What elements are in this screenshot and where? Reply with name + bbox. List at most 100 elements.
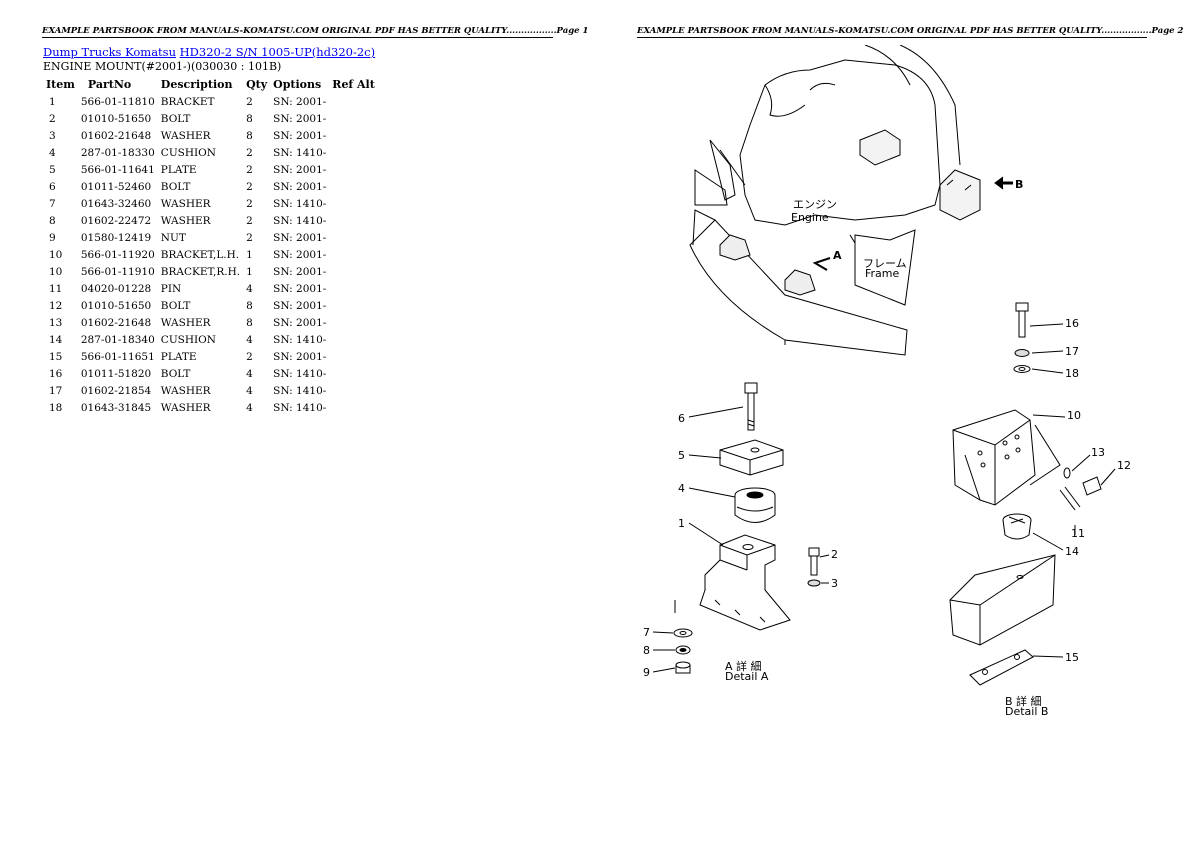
cell-refalt — [329, 314, 378, 331]
cell-options: SN: 2001- — [273, 299, 327, 312]
cell-item: 8 — [49, 214, 56, 227]
cell-refalt — [329, 178, 378, 195]
callout-11: 11 — [1071, 527, 1085, 540]
view-b-label: B — [1015, 178, 1023, 191]
cell-description: WASHER — [160, 401, 211, 414]
cell-qty: 4 — [246, 384, 253, 397]
cell-options: SN: 2001- — [273, 265, 327, 278]
engine-jp-label: エンジン — [793, 198, 837, 211]
cell-qty: 8 — [246, 112, 253, 125]
cell-item: 9 — [49, 231, 56, 244]
table-row: 9 01580-12419 NUT 2 SN: 2001- — [43, 229, 378, 246]
breadcrumb-link-category[interactable]: Dump Trucks Komatsu — [43, 45, 176, 59]
page-header: EXAMPLE PARTSBOOK FROM MANUALS-KOMATSU.C… — [637, 26, 1184, 38]
cell-description: WASHER — [160, 316, 211, 329]
cell-item: 17 — [49, 384, 63, 397]
cell-options: SN: 2001- — [273, 350, 327, 363]
cell-qty: 2 — [246, 214, 253, 227]
cell-qty: 4 — [246, 333, 253, 346]
cell-partno: 01602-21648 — [80, 129, 152, 142]
cell-qty: 8 — [246, 299, 253, 312]
cell-description: CUSHION — [160, 333, 216, 346]
cell-description: BOLT — [160, 367, 191, 380]
cell-qty: 2 — [246, 95, 253, 108]
cell-refalt — [329, 263, 378, 280]
cell-partno: 287-01-18330 — [80, 146, 155, 159]
callout-17: 17 — [1065, 345, 1079, 358]
callout-16: 16 — [1065, 317, 1079, 330]
callout-5: 5 — [678, 449, 685, 462]
cell-item: 10 — [49, 265, 63, 278]
col-header-options: Options — [273, 78, 322, 91]
cell-partno: 566-01-11910 — [80, 265, 155, 278]
cell-partno: 566-01-11920 — [80, 248, 155, 261]
breadcrumb-link-model[interactable]: HD320-2 S/N 1005-UP(hd320-2c) — [179, 45, 376, 59]
cell-options: SN: 1410- — [273, 384, 327, 397]
cell-refalt — [329, 382, 378, 399]
cell-item: 1 — [49, 95, 56, 108]
cell-description: BOLT — [160, 180, 191, 193]
cell-refalt — [329, 331, 378, 348]
cell-options: SN: 2001- — [273, 112, 327, 125]
cell-options: SN: 2001- — [273, 95, 327, 108]
cell-description: NUT — [160, 231, 186, 244]
cell-options: SN: 2001- — [273, 163, 327, 176]
page-1: EXAMPLE PARTSBOOK FROM MANUALS-KOMATSU.C… — [42, 26, 589, 416]
cell-refalt — [329, 110, 378, 127]
cell-qty: 8 — [246, 316, 253, 329]
cell-partno: 04020-01228 — [80, 282, 152, 295]
cell-refalt — [329, 195, 378, 212]
cell-partno: 01011-52460 — [80, 180, 152, 193]
cell-item: 12 — [49, 299, 63, 312]
cell-item: 4 — [49, 146, 56, 159]
cell-refalt — [329, 93, 378, 110]
col-header-qty: Qty — [246, 78, 268, 91]
detail-a-jp-label: A 詳 細 — [725, 659, 762, 673]
detail-b-label: Detail B — [1005, 705, 1048, 718]
cell-options: SN: 1410- — [273, 197, 327, 210]
callout-7: 7 — [643, 626, 650, 639]
detail-a: 6 5 4 1 2 3 7 8 9 A 詳 細 Detail A — [643, 382, 838, 683]
cell-qty: 2 — [246, 231, 253, 244]
cell-refalt — [329, 144, 378, 161]
cell-partno: 01643-31845 — [80, 401, 152, 414]
cell-refalt — [329, 212, 378, 229]
cell-item: 3 — [49, 129, 56, 142]
cell-item: 6 — [49, 180, 56, 193]
cell-description: PLATE — [160, 350, 197, 363]
cell-options: SN: 1410- — [273, 214, 327, 227]
cell-partno: 01010-51650 — [80, 112, 152, 125]
cell-qty: 4 — [246, 367, 253, 380]
cell-partno: 566-01-11641 — [80, 163, 155, 176]
callout-15: 15 — [1065, 651, 1079, 664]
cell-refalt — [329, 246, 378, 263]
callout-12: 12 — [1117, 459, 1131, 472]
cell-options: SN: 2001- — [273, 231, 327, 244]
col-header-description: Description — [160, 78, 233, 91]
cell-partno: 01580-12419 — [80, 231, 152, 244]
detail-a-label: Detail A — [725, 670, 769, 683]
page-2: EXAMPLE PARTSBOOK FROM MANUALS-KOMATSU.C… — [595, 0, 1190, 842]
page-header: EXAMPLE PARTSBOOK FROM MANUALS-KOMATSU.C… — [42, 26, 589, 38]
cell-partno: 01643-32460 — [80, 197, 152, 210]
section-title: ENGINE MOUNT(#2001-)(030030 : 101B) — [43, 60, 282, 73]
cell-refalt — [329, 229, 378, 246]
cell-item: 5 — [49, 163, 56, 176]
cell-options: SN: 2001- — [273, 129, 327, 142]
cell-qty: 4 — [246, 282, 253, 295]
table-header-row: Item PartNo Description Qty Options Ref … — [43, 76, 378, 93]
callout-13: 13 — [1091, 446, 1105, 459]
cell-refalt — [329, 127, 378, 144]
cell-item: 18 — [49, 401, 63, 414]
